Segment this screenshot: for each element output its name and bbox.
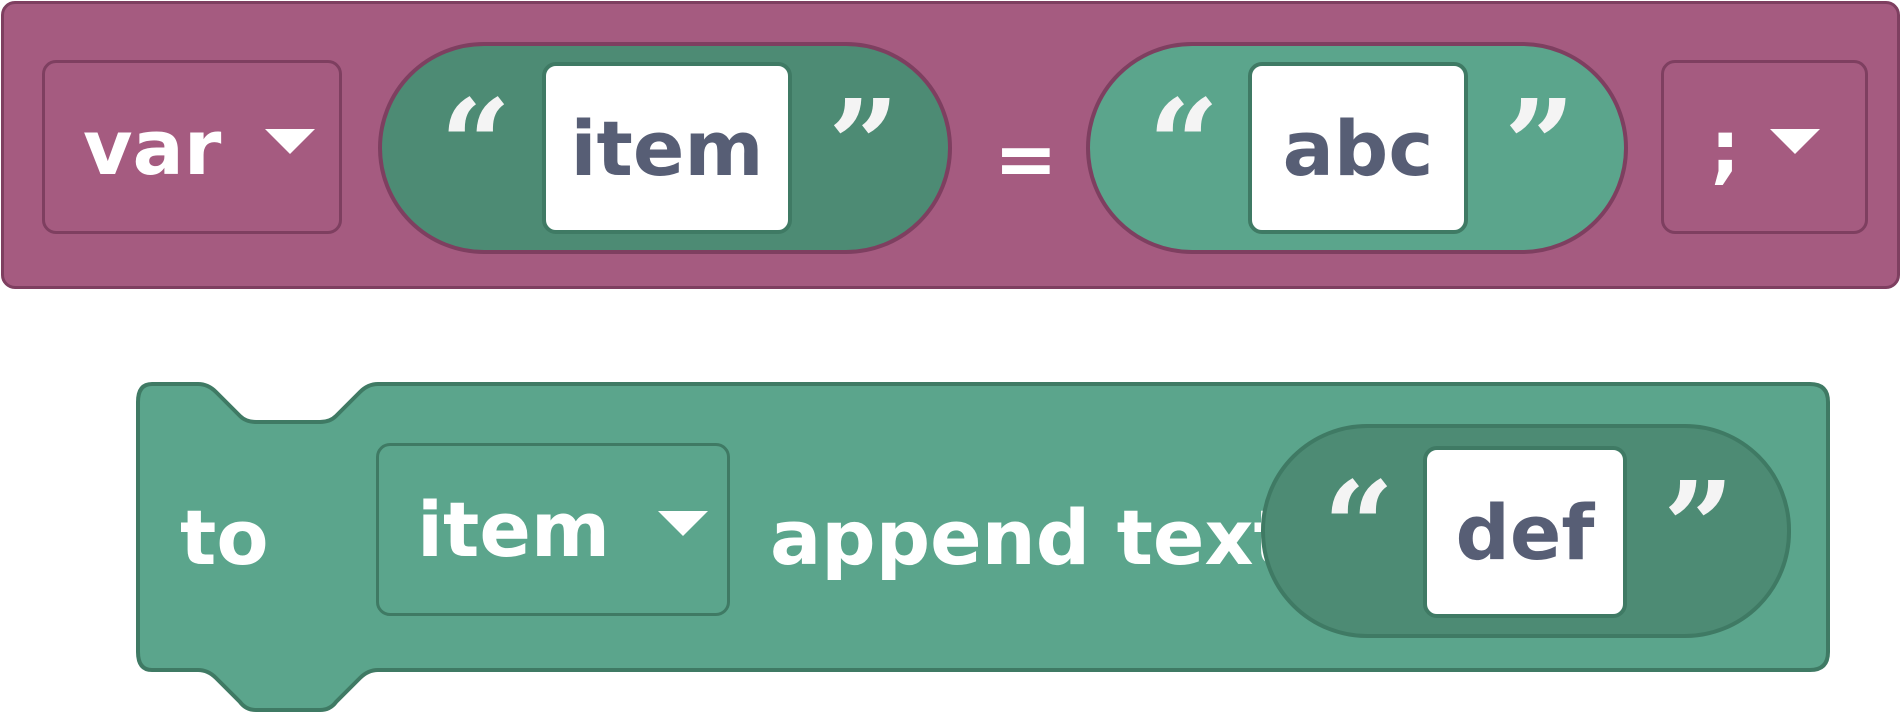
dropdown-arrow-icon xyxy=(1770,128,1821,154)
declaration-keyword-dropdown[interactable]: var xyxy=(42,60,342,234)
assignment-operator: = xyxy=(994,114,1058,203)
terminator-label: ; xyxy=(1710,102,1741,192)
append-prefix-label: to xyxy=(180,493,269,582)
close-quote-icon: ” xyxy=(1663,455,1735,600)
close-quote-icon: ” xyxy=(1504,73,1576,218)
variable-name-field[interactable]: item xyxy=(542,62,792,234)
declaration-keyword-label: var xyxy=(83,102,222,192)
variable-declaration-block[interactable]: var “ item ” = “ abc ” ; xyxy=(1,1,1900,289)
value-text-block[interactable]: “ abc ” xyxy=(1086,42,1628,254)
close-quote-icon: ” xyxy=(828,73,900,218)
append-action-label: append text xyxy=(770,493,1290,582)
dropdown-arrow-icon xyxy=(265,128,316,154)
append-text-value-block[interactable]: “ def ” xyxy=(1261,424,1791,638)
variable-name-text-block[interactable]: “ item ” xyxy=(378,42,952,254)
open-quote-icon: “ xyxy=(1148,73,1220,218)
append-text-field[interactable]: def xyxy=(1423,446,1627,618)
variable-dropdown-label: item xyxy=(417,485,611,574)
dropdown-arrow-icon xyxy=(658,511,709,536)
value-field[interactable]: abc xyxy=(1248,62,1468,234)
open-quote-icon: “ xyxy=(1323,455,1395,600)
terminator-dropdown[interactable]: ; xyxy=(1661,60,1868,234)
variable-dropdown[interactable]: item xyxy=(376,443,730,616)
open-quote-icon: “ xyxy=(440,73,512,218)
